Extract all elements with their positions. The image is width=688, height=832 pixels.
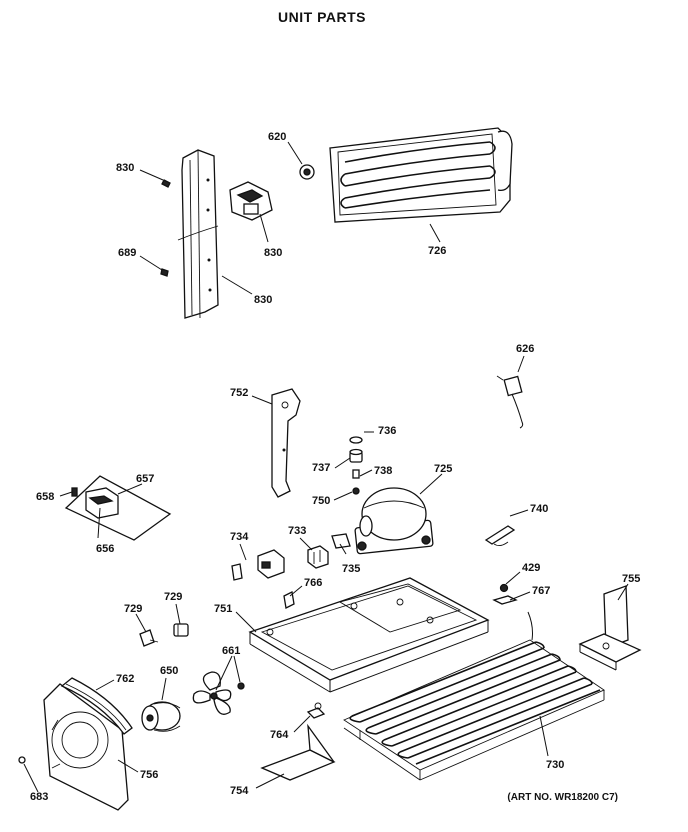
label-730: 730 [546,759,564,771]
relay-734-part [231,549,285,581]
side-rail-part [177,149,219,319]
label-626: 626 [516,343,534,355]
label-729b: 729 [164,591,182,603]
label-751: 751 [214,603,232,615]
label-740: 740 [530,503,548,515]
part-number-labels: 830 830 830 689 620 726 626 752 736 737 … [30,131,640,803]
base-pan-751-part [248,577,490,693]
label-750: 750 [312,495,330,507]
bolt-750-part [352,487,360,495]
clamp-729b-part [173,623,189,637]
relay-bracket-part [229,181,273,221]
label-767: 767 [532,585,550,597]
label-658: 658 [36,491,54,503]
label-734: 734 [230,531,249,543]
clip-429-part [499,583,509,593]
clip-740-part [484,525,516,547]
fan-shroud-756-part [43,683,129,811]
label-620: 620 [268,131,286,143]
label-752: 752 [230,387,248,399]
label-729a: 729 [124,603,142,615]
label-830b: 830 [264,247,282,259]
label-689: 689 [118,247,136,259]
washer-737-part [349,448,363,463]
label-735: 735 [342,563,360,575]
bracket-766-part [283,591,295,609]
label-656: 656 [96,543,114,555]
compressor-725-part [354,487,434,555]
leader-lines [23,141,629,793]
fan-blade-661-part [192,671,245,715]
label-737: 737 [312,462,330,474]
cord-626-part [496,375,524,429]
label-756: 756 [140,769,158,781]
bracket-755-part [578,585,642,671]
diagram-title: UNIT PARTS [278,9,366,25]
bracket-767-part [492,595,518,605]
label-764: 764 [270,729,289,741]
label-762: 762 [116,673,134,685]
label-650: 650 [160,665,178,677]
art-number: (ART NO. WR18200 C7) [507,792,618,803]
label-726: 726 [428,245,446,257]
duct-762-part [60,677,133,735]
label-738: 738 [374,465,392,477]
label-725: 725 [434,463,452,475]
label-429: 429 [522,562,540,574]
label-736: 736 [378,425,396,437]
strap-752-part [271,388,301,498]
sleeve-738-part [352,469,360,479]
label-657: 657 [136,473,154,485]
bracket-729a-part [139,629,159,647]
label-830a: 830 [116,162,134,174]
label-683: 683 [30,791,48,803]
overload-733-part [307,545,329,569]
label-754: 754 [230,785,249,797]
screw-830-part [161,179,171,188]
overload-620-part [299,164,315,180]
grommet-736-part [349,436,363,444]
screw-683-part [18,756,26,764]
label-733: 733 [288,525,306,537]
label-830c: 830 [254,294,272,306]
clip-764-part [306,702,326,719]
coil-730-part [343,611,605,781]
label-755: 755 [622,573,640,585]
screw-689-part [160,268,169,277]
screw-658-part [71,487,78,497]
bracket-657-part [64,475,172,541]
label-661: 661 [222,645,240,657]
cover-735-part [331,533,351,549]
fan-motor-650-part [141,701,181,732]
condenser-726-part [329,127,513,223]
label-766: 766 [304,577,322,589]
